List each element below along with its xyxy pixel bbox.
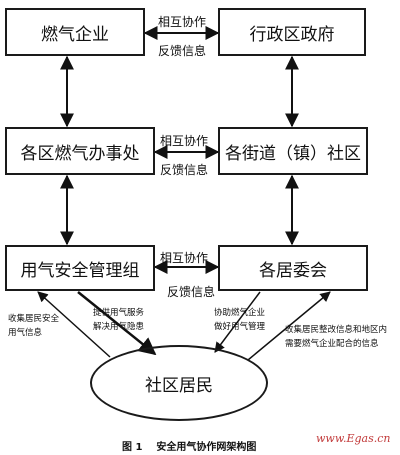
note-collect-safety-info: 收集居民安全 用气信息 xyxy=(8,312,59,340)
arrow-residents-to-group xyxy=(37,291,111,358)
note-assist-gas-enterprise-line2: 做好用气管理 xyxy=(214,322,266,332)
node-district-government-label: 行政区政府 xyxy=(249,24,335,45)
arrow-residents-to-committee xyxy=(247,291,331,361)
label-cooperate-bottom: 相互协作 xyxy=(160,251,209,265)
node-district-gas-office: 各区燃气办事处 xyxy=(5,127,155,175)
node-residents-committee: 各居委会 xyxy=(218,245,368,291)
note-assist-gas-enterprise: 协助燃气企业 做好用气管理 xyxy=(214,306,265,334)
label-cooperate-top: 相互协作 xyxy=(158,15,207,29)
node-street-community: 各街道（镇）社区 xyxy=(218,127,368,175)
node-gas-enterprise: 燃气企业 xyxy=(5,8,145,56)
node-community-residents-label: 社区居民 xyxy=(145,375,213,396)
figure-caption: 图 1 安全用气协作网架构图 xyxy=(122,442,257,453)
note-provide-service-line2: 解决用气隐患 xyxy=(93,322,145,332)
node-residents-committee-label: 各居委会 xyxy=(259,260,327,281)
note-assist-gas-enterprise-line1: 协助燃气企业 xyxy=(214,308,266,318)
node-gas-safety-group: 用气安全管理组 xyxy=(5,245,155,291)
arrow-group-to-residents xyxy=(77,291,157,356)
note-collect-rectify-info-line1: 收集居民整改信息和地区内 xyxy=(285,325,388,335)
note-collect-rectify-info-line2: 需要燃气企业配合的信息 xyxy=(285,339,379,349)
label-feedback-middle: 反馈信息 xyxy=(160,163,209,177)
arrow-committee-to-residents xyxy=(214,291,261,353)
node-gas-enterprise-label: 燃气企业 xyxy=(41,24,109,45)
note-provide-service: 提供用气服务 解决用气隐患 xyxy=(93,306,144,334)
note-collect-safety-info-line1: 收集居民安全 xyxy=(8,314,60,324)
node-community-residents: 社区居民 xyxy=(90,345,268,421)
note-collect-safety-info-line2: 用气信息 xyxy=(8,328,43,338)
node-district-gas-office-label: 各区燃气办事处 xyxy=(20,143,140,164)
note-collect-rectify-info: 收集居民整改信息和地区内 需要燃气企业配合的信息 xyxy=(285,323,387,351)
node-district-government: 行政区政府 xyxy=(218,8,366,56)
watermark: www.Egas.cn xyxy=(316,432,391,445)
node-gas-safety-group-label: 用气安全管理组 xyxy=(20,260,140,281)
label-feedback-bottom: 反馈信息 xyxy=(167,285,216,299)
note-provide-service-line1: 提供用气服务 xyxy=(93,308,145,318)
label-cooperate-middle: 相互协作 xyxy=(160,134,209,148)
node-street-community-label: 各街道（镇）社区 xyxy=(225,143,361,164)
label-feedback-top: 反馈信息 xyxy=(158,44,207,58)
